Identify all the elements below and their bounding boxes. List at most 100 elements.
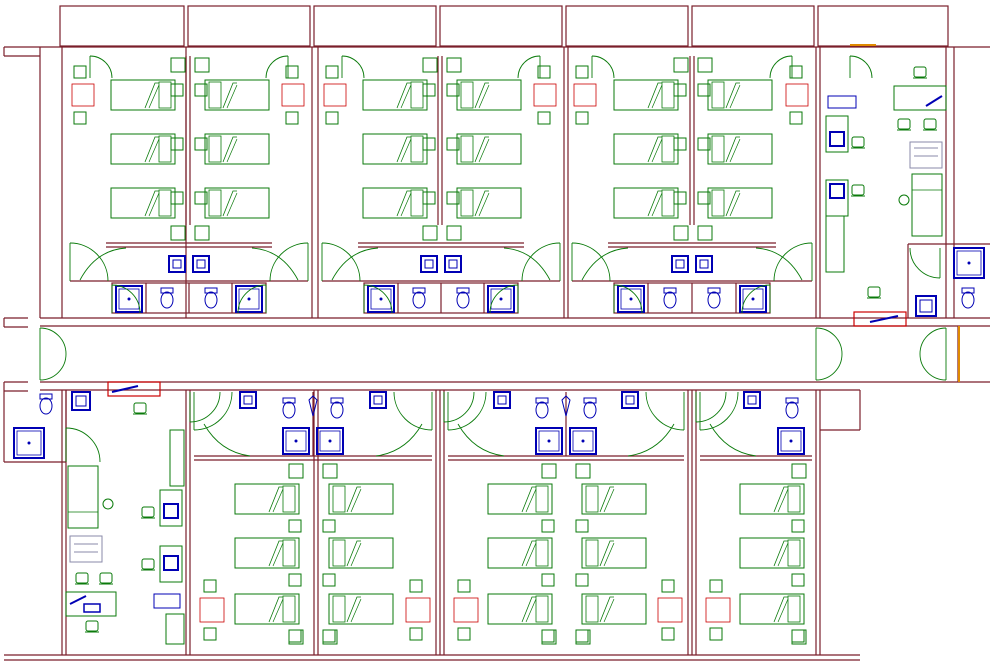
- door-arc: [341, 55, 365, 79]
- utility-bed: [911, 173, 943, 237]
- sink-inner: [118, 288, 140, 310]
- door-arc: [815, 353, 843, 381]
- cabinet-frame: [743, 391, 761, 409]
- bed-pillow: [158, 135, 172, 163]
- nightstand: [194, 83, 208, 97]
- chair-seat: [141, 558, 155, 570]
- cabinet-inner: [497, 395, 507, 405]
- door-arc: [769, 55, 793, 79]
- sink-drain: [967, 261, 971, 265]
- side-table: [785, 83, 809, 107]
- door-arc: [695, 391, 727, 423]
- bed-fold: [346, 486, 361, 513]
- door-swing-icon: [39, 327, 67, 355]
- cabinet-inner: [373, 395, 383, 405]
- bathroom-door-arc: [457, 423, 505, 457]
- locker: [446, 57, 462, 73]
- bed-fold: [773, 540, 788, 567]
- sink-drain: [127, 297, 131, 301]
- bed-icon: [328, 593, 394, 625]
- faucet-icon: [561, 395, 571, 417]
- bed-pillow: [535, 539, 549, 567]
- toilet-icon: [785, 397, 799, 419]
- bed-fold: [773, 486, 788, 513]
- door-arc: [521, 242, 561, 282]
- door-arc: [571, 242, 611, 282]
- sink-drain: [629, 297, 633, 301]
- door-swing-icon: [65, 427, 101, 463]
- side-cabinet: [789, 65, 803, 79]
- bathroom-door-arc: [581, 247, 629, 281]
- bed-fold: [599, 486, 614, 513]
- toilet-tank: [535, 397, 549, 404]
- bed-pillow: [158, 81, 172, 109]
- bed-fold: [268, 540, 283, 567]
- cabinet-frame: [239, 391, 257, 409]
- bathroom-door-arc: [755, 247, 803, 281]
- sink-inner: [572, 430, 594, 452]
- bed-fold: [725, 82, 740, 109]
- door-swing-icon: [39, 353, 67, 381]
- bed-fold: [521, 596, 536, 623]
- desk: [893, 85, 947, 111]
- bed-fold: [144, 82, 159, 109]
- cabinet-icon: [192, 255, 210, 273]
- nightstand: [322, 629, 336, 643]
- nightstand: [194, 137, 208, 151]
- bed-frame: [613, 79, 679, 111]
- bed-icon: [234, 483, 300, 515]
- door-swing-icon: [695, 391, 727, 423]
- door-swing-icon: [815, 353, 843, 381]
- sink-basin: [13, 427, 45, 459]
- sink-basin: [235, 285, 263, 313]
- nightstand: [541, 519, 555, 533]
- bed-icon: [234, 537, 300, 569]
- doors-layer: [39, 55, 947, 463]
- sink-drain: [328, 439, 332, 443]
- round-table: [102, 498, 114, 510]
- sofa-icon: [909, 141, 943, 169]
- cabinet-icon: [71, 391, 91, 411]
- parapet-bay: [313, 5, 437, 47]
- nightstand: [446, 83, 460, 97]
- cabinet-frame: [621, 391, 639, 409]
- locker: [194, 57, 210, 73]
- sink-basin: [953, 247, 985, 279]
- chair-icon: [141, 558, 155, 571]
- bed-pillow: [332, 485, 346, 513]
- bed-frame: [328, 593, 394, 625]
- locker: [322, 463, 338, 479]
- toilet-icon: [707, 287, 721, 309]
- computer-icon: [829, 183, 845, 199]
- cabinet-inner: [625, 395, 635, 405]
- bed-fold: [647, 82, 662, 109]
- sink-inner: [16, 430, 42, 456]
- locker: [541, 463, 557, 479]
- bed-fold-line: [603, 542, 615, 567]
- bed-frame: [362, 187, 428, 219]
- cabinet-inner: [424, 259, 434, 269]
- sink-icon: [535, 427, 563, 455]
- bed-frame: [110, 133, 176, 165]
- chair-seat: [897, 118, 911, 130]
- nightstand: [791, 519, 805, 533]
- round-table: [898, 194, 910, 206]
- bed-fold: [474, 136, 489, 163]
- cabinet-icon: [671, 255, 689, 273]
- sink-icon: [235, 285, 263, 313]
- side-cabinet: [457, 579, 471, 593]
- bed-frame: [739, 483, 805, 515]
- nightstand: [446, 137, 460, 151]
- toilet-bowl: [583, 401, 597, 419]
- bed-pillow: [410, 135, 424, 163]
- side-cabinet: [661, 579, 675, 593]
- bed-fold-line: [226, 138, 238, 163]
- bed-fold: [396, 136, 411, 163]
- bed-icon: [204, 79, 270, 111]
- nightstand: [697, 191, 711, 205]
- toilet-icon: [282, 397, 296, 419]
- shelf: [165, 613, 185, 645]
- sink-drain: [789, 439, 793, 443]
- sink-icon: [115, 285, 143, 313]
- bathroom-door-arc: [709, 423, 757, 457]
